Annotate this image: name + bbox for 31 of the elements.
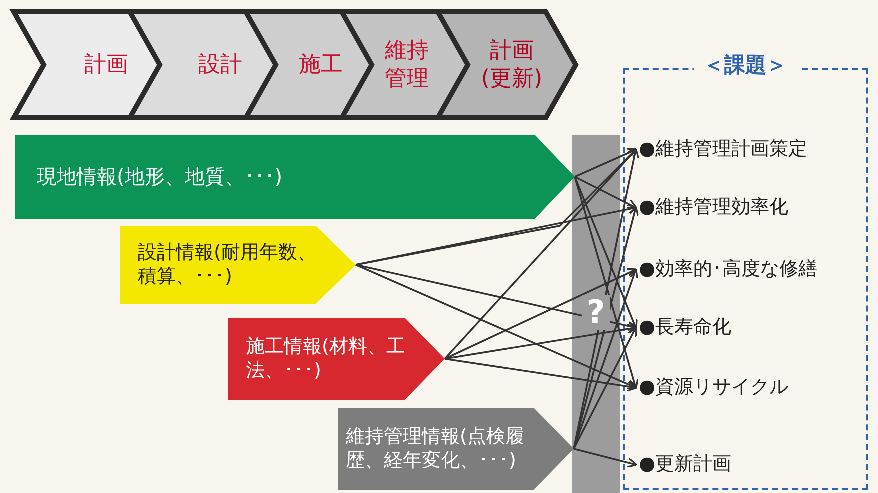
- arrow: [573, 148, 640, 450]
- arrow: [356, 264, 638, 390]
- arrow: [574, 448, 638, 468]
- stage-label: 設計: [198, 51, 244, 79]
- arrow: [573, 326, 638, 450]
- info-label: 維持管理情報(点検履歴、経年変化、･･･): [346, 425, 526, 473]
- issue-item: ●維持管理効率化: [639, 196, 789, 220]
- info-label: 現地情報(地形、地質、･･･): [37, 164, 284, 190]
- issue-item: ●更新計画: [639, 453, 732, 477]
- arrow: [574, 148, 638, 178]
- issue-item: ●維持管理計画策定: [639, 138, 808, 162]
- stage-label: 施工: [298, 51, 344, 79]
- info-label: 設計情報(耐用年数、積算、･･･): [138, 241, 318, 289]
- arrow: [574, 176, 639, 390]
- stage-label: 計画(更新): [480, 38, 544, 92]
- arrow: [444, 268, 638, 360]
- question-mark: ?: [582, 295, 610, 330]
- stage-label: 計画: [84, 51, 130, 79]
- group-title: ＜課題＞: [694, 52, 798, 78]
- arrow: [574, 176, 638, 330]
- arrow: [356, 204, 638, 266]
- arrow: [573, 206, 640, 450]
- issue-item: ●資源リサイクル: [639, 376, 789, 400]
- arrow: [574, 176, 638, 210]
- arrow: [444, 358, 638, 392]
- info-label: 施工情報(材料、工法、･･･): [246, 335, 406, 383]
- issue-item: ●効率的･高度な修繕: [639, 258, 818, 282]
- issue-item: ●長寿命化: [639, 316, 732, 340]
- arrow: [444, 148, 638, 360]
- stage-label: 維持管理: [384, 38, 430, 92]
- arrow: [573, 268, 638, 450]
